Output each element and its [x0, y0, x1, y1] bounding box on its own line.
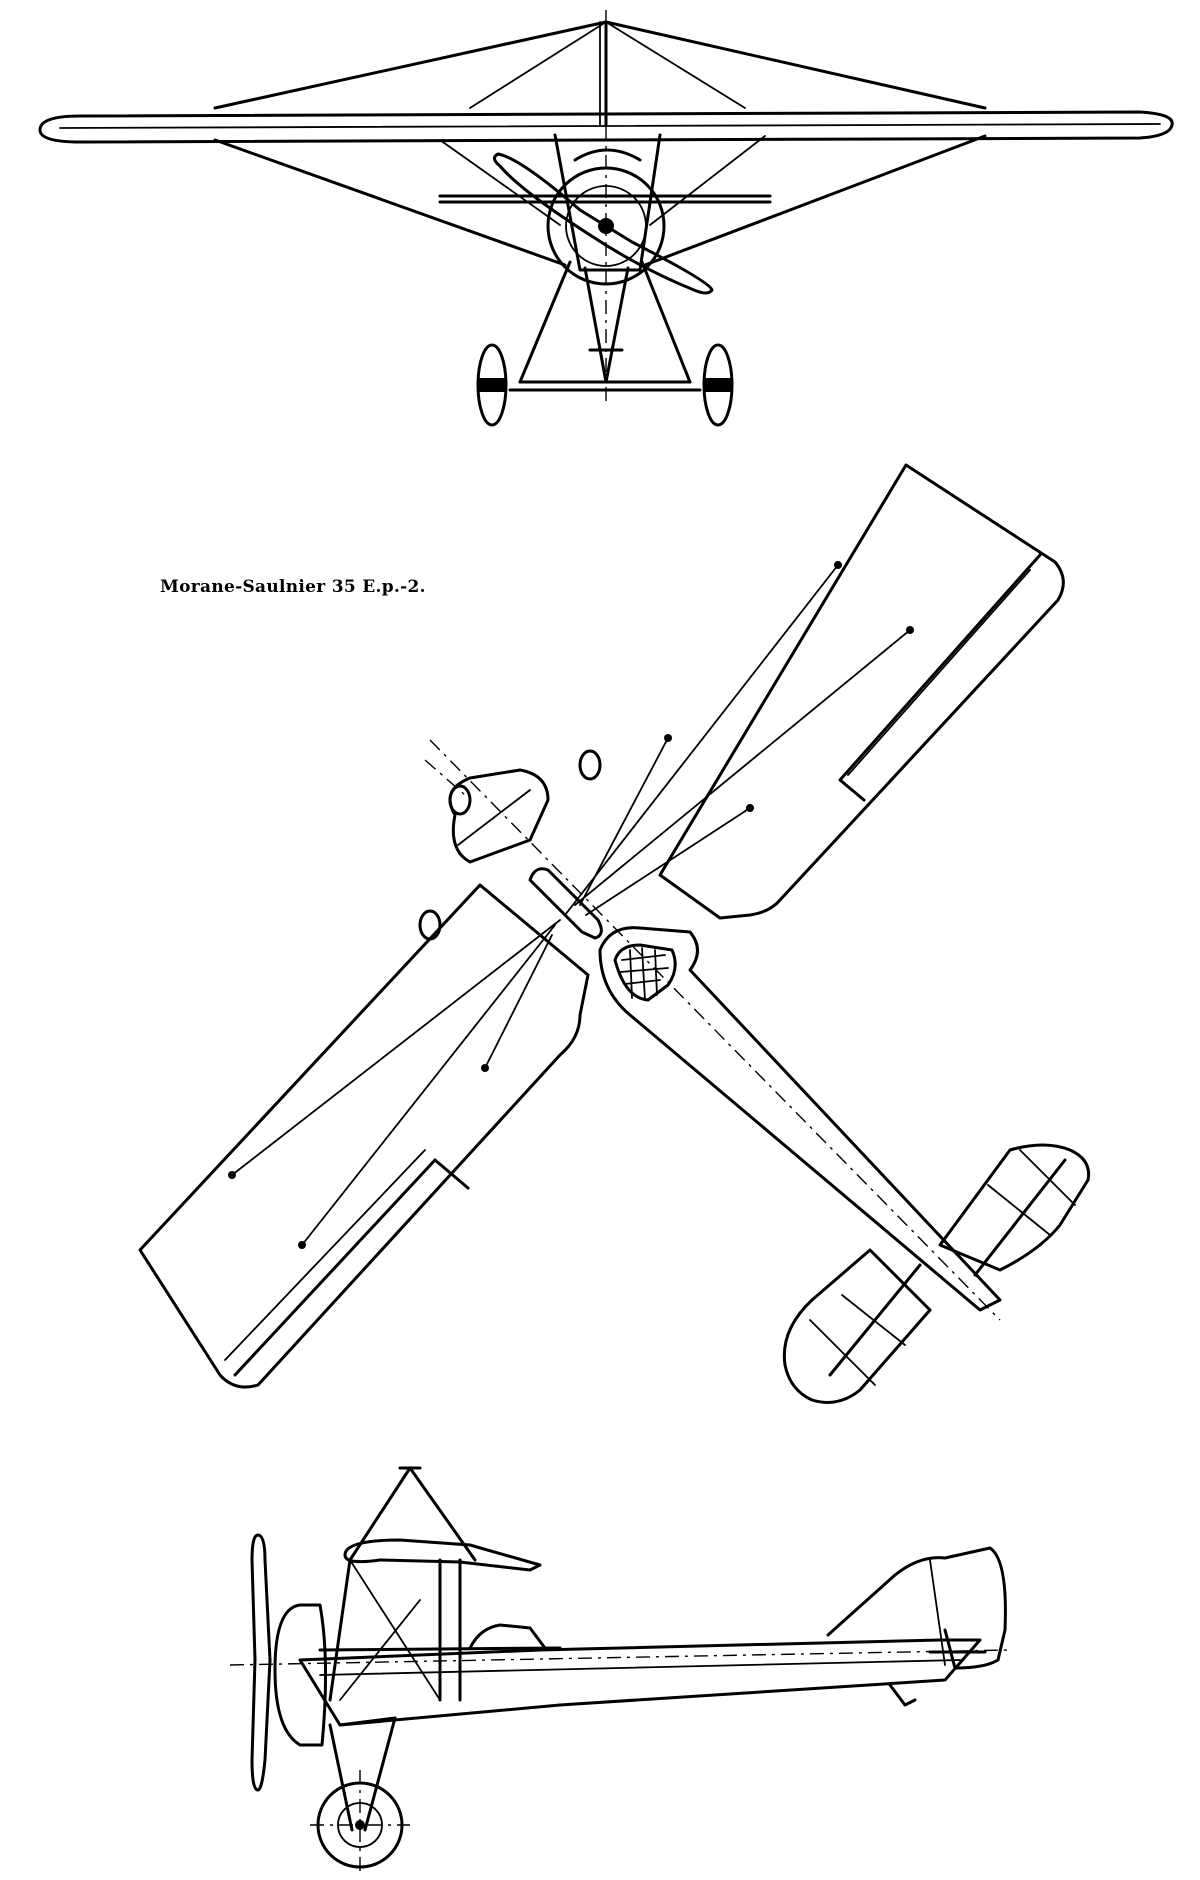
plan-wing-left — [138, 883, 590, 1389]
side-rudder — [826, 1546, 1007, 1670]
figure-caption: Morane-Saulnier 35 E.p.-2. — [160, 577, 426, 597]
side-view — [229, 1466, 1011, 1875]
front-wing — [38, 110, 1174, 144]
side-wing — [343, 1538, 542, 1572]
side-propeller — [250, 1533, 272, 1792]
plan-propeller — [528, 867, 603, 940]
plan-view — [138, 463, 1091, 1404]
front-view — [38, 10, 1174, 427]
plan-fuselage — [598, 926, 1002, 1312]
front-propeller — [493, 152, 714, 295]
plan-wing-right — [658, 463, 1065, 920]
plan-tailplane — [938, 1143, 1091, 1272]
